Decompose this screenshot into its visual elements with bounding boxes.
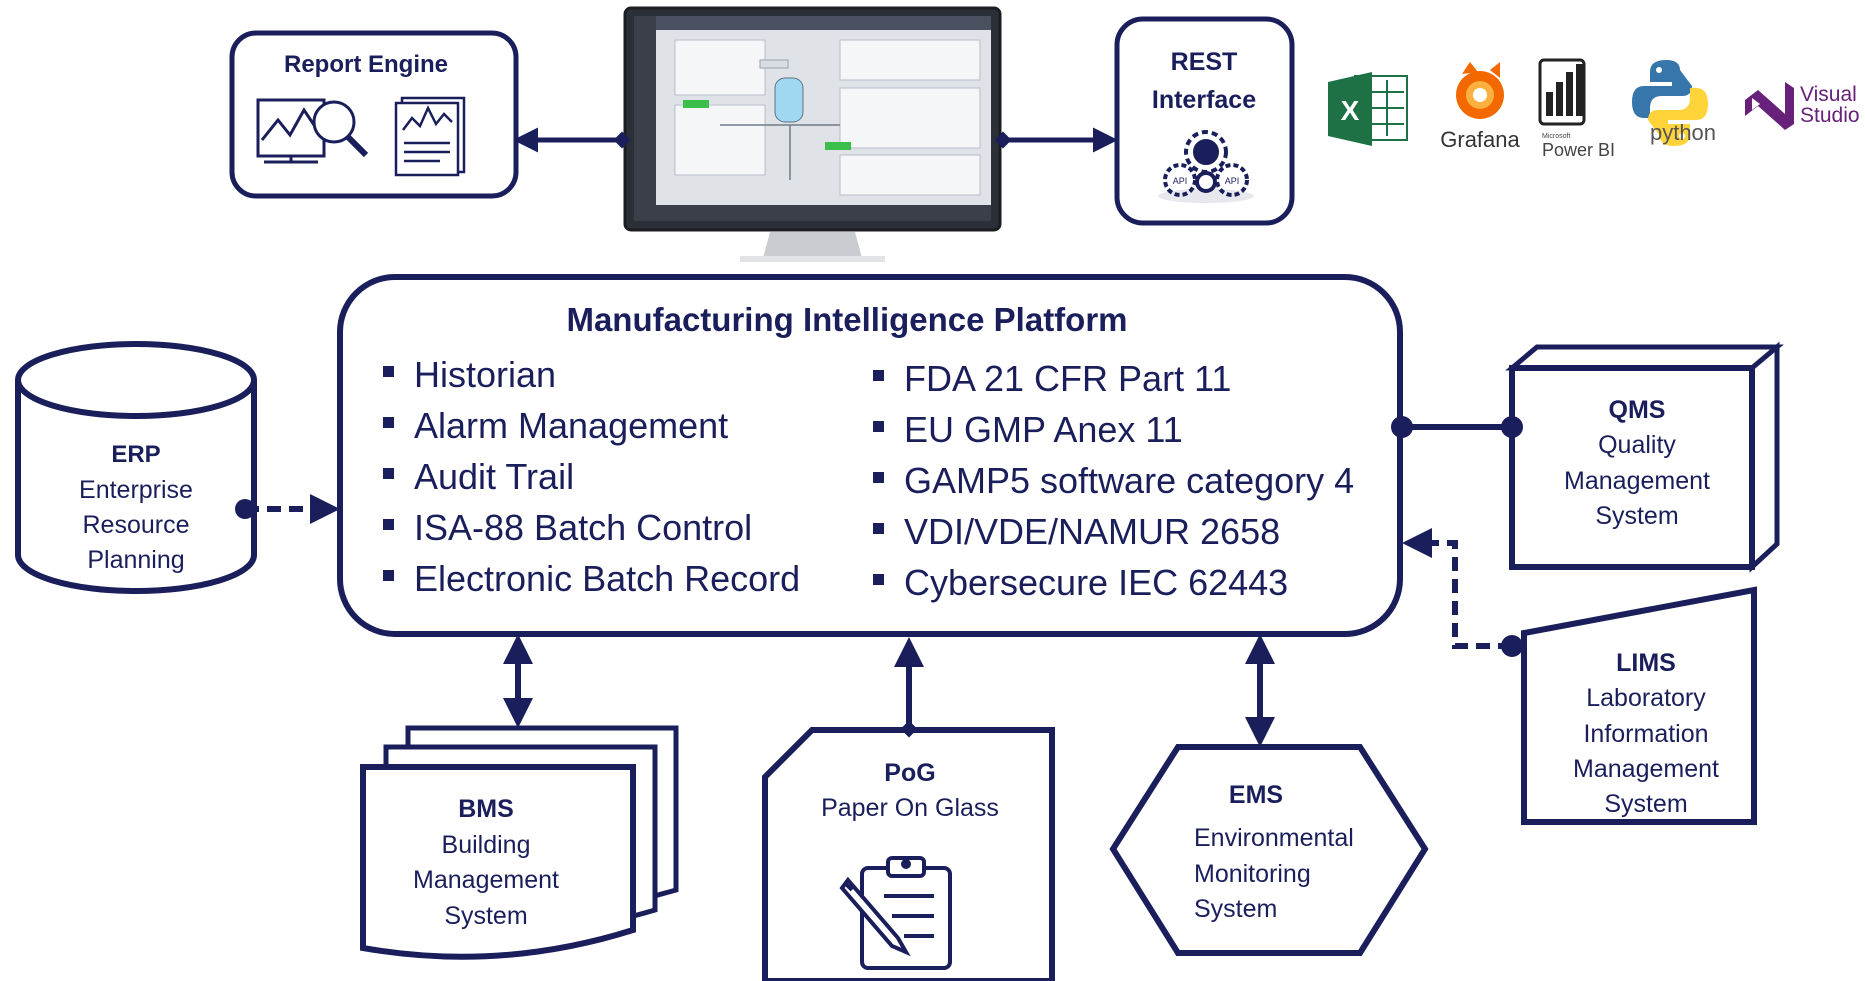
report-document-icon bbox=[394, 96, 466, 177]
rest-interface-line2: Interface bbox=[1152, 86, 1256, 114]
platform-title: Manufacturing Intelligence Platform bbox=[566, 301, 1127, 338]
clipboard-pencil-icon bbox=[839, 856, 952, 970]
grafana-icon: Grafana bbox=[1440, 62, 1521, 152]
excel-letter: X bbox=[1341, 95, 1360, 126]
qms-line1: Quality bbox=[1598, 431, 1676, 459]
api-label-left: API bbox=[1173, 176, 1188, 186]
vs-label-line1: Visual bbox=[1800, 83, 1857, 106]
lims-acronym: LIMS bbox=[1616, 649, 1676, 677]
chart-magnifier-icon bbox=[256, 98, 369, 164]
powerbi-small-label: Microsoft bbox=[1542, 133, 1570, 140]
connector-diamond bbox=[613, 131, 631, 149]
lims-line3: Management bbox=[1573, 755, 1719, 783]
erp-line2: Resource bbox=[83, 511, 190, 539]
erp-line1: Enterprise bbox=[79, 476, 193, 504]
platform-left-list: Historian Alarm Management Audit Trail I… bbox=[383, 354, 800, 599]
qms-acronym: QMS bbox=[1609, 396, 1666, 424]
list-item: VDI/VDE/NAMUR 2658 bbox=[904, 511, 1280, 552]
erp-acronym: ERP bbox=[111, 441, 160, 468]
ems-line2: Monitoring bbox=[1194, 860, 1311, 888]
list-item: GAMP5 software category 4 bbox=[904, 460, 1354, 501]
excel-icon: X bbox=[1328, 72, 1408, 146]
vs-label-line2: Studio bbox=[1800, 104, 1860, 127]
python-label: python bbox=[1650, 120, 1716, 145]
powerbi-icon: Microsoft Power BI bbox=[1538, 58, 1615, 160]
visual-studio-icon: Visual Studio bbox=[1745, 82, 1860, 130]
lims-line1: Laboratory bbox=[1586, 684, 1706, 712]
bms-line1: Building bbox=[442, 831, 531, 859]
connector-dot bbox=[1501, 416, 1523, 438]
list-item: Cybersecure IEC 62443 bbox=[904, 562, 1288, 603]
lims-line2: Information bbox=[1583, 720, 1708, 748]
powerbi-label: Power BI bbox=[1542, 140, 1615, 160]
arrow-lims-platform bbox=[1402, 528, 1512, 649]
pog-box: PoG Paper On Glass bbox=[762, 727, 1055, 981]
ems-box: EMS Environmental Monitoring System bbox=[1109, 744, 1429, 956]
bms-line3: System bbox=[444, 902, 527, 930]
list-item: Historian bbox=[414, 354, 556, 395]
connector-diamond bbox=[900, 720, 918, 738]
qms-line3: System bbox=[1595, 502, 1678, 530]
lims-box: LIMS Laboratory Information Management S… bbox=[1521, 586, 1757, 825]
connector-dot bbox=[1391, 416, 1413, 438]
grafana-label: Grafana bbox=[1440, 127, 1520, 152]
ems-acronym: EMS bbox=[1229, 781, 1283, 809]
ems-line1: Environmental bbox=[1194, 824, 1354, 852]
list-item: EU GMP Anex 11 bbox=[904, 409, 1183, 450]
qms-box: QMS Quality Management System bbox=[1505, 341, 1784, 573]
list-item: Electronic Batch Record bbox=[414, 558, 800, 599]
erp-cylinder: ERP Enterprise Resource Planning bbox=[15, 341, 257, 594]
rest-interface-line1: REST bbox=[1171, 48, 1238, 76]
erp-line3: Planning bbox=[87, 546, 184, 574]
list-item: FDA 21 CFR Part 11 bbox=[904, 358, 1231, 399]
list-item: ISA-88 Batch Control bbox=[414, 507, 752, 548]
platform-right-list: FDA 21 CFR Part 11 EU GMP Anex 11 GAMP5 … bbox=[873, 358, 1354, 603]
lims-line4: System bbox=[1604, 790, 1687, 818]
platform-box: Manufacturing Intelligence Platform Hist… bbox=[337, 274, 1403, 637]
python-icon: python bbox=[1632, 60, 1716, 146]
list-item: Alarm Management bbox=[414, 405, 728, 446]
gears-icon: API API bbox=[1158, 130, 1254, 203]
monitor-screenshot bbox=[623, 6, 1002, 262]
api-label-right: API bbox=[1225, 176, 1240, 186]
list-item: Audit Trail bbox=[414, 456, 574, 497]
report-engine-box: Report Engine bbox=[229, 30, 519, 199]
connector-diamond bbox=[994, 131, 1012, 149]
pog-acronym: PoG bbox=[884, 759, 935, 787]
report-engine-title: Report Engine bbox=[284, 51, 448, 78]
pog-line1: Paper On Glass bbox=[821, 794, 999, 822]
bms-acronym: BMS bbox=[458, 795, 514, 823]
bms-line2: Management bbox=[413, 866, 559, 894]
rest-interface-box: REST Interface API API bbox=[1114, 16, 1295, 226]
qms-line2: Management bbox=[1564, 467, 1710, 495]
bms-box: BMS Building Management System bbox=[360, 725, 679, 960]
ems-line3: System bbox=[1194, 895, 1277, 923]
